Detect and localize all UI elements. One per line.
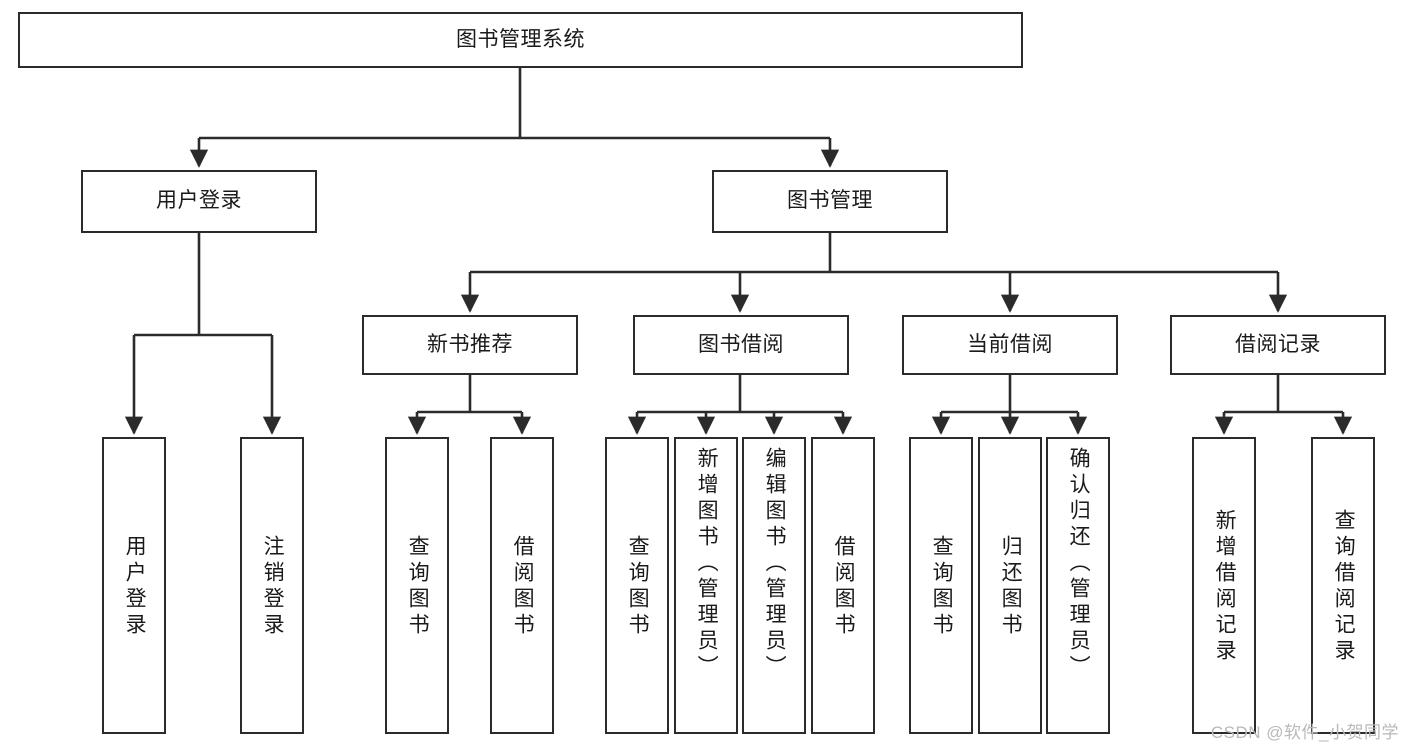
csdn-watermark: CSDN @软件_小贺同学 — [1210, 723, 1399, 742]
leaf-query-borrow-record[interactable]: 查询借阅记录 — [1311, 437, 1375, 734]
node-new-book-recommend[interactable]: 新书推荐 — [362, 315, 578, 375]
leaf-borrow-book-1[interactable]: 借阅图书 — [490, 437, 554, 734]
leaf-query-book-1-label: 查询图书 — [406, 534, 430, 639]
leaf-borrow-book-2-label: 借阅图书 — [832, 534, 856, 639]
node-book-borrow[interactable]: 图书借阅 — [633, 315, 849, 375]
leaf-query-book-1[interactable]: 查询图书 — [385, 437, 449, 734]
leaf-add-borrow-record[interactable]: 新增借阅记录 — [1192, 437, 1256, 734]
leaf-add-book-admin-label: 新增图书（管理员） — [695, 447, 719, 681]
node-new-book-recommend-label: 新书推荐 — [427, 332, 513, 356]
leaf-query-book-3-label: 查询图书 — [930, 534, 954, 639]
node-user-login[interactable]: 用户登录 — [81, 170, 317, 233]
node-root[interactable]: 图书管理系统 — [18, 12, 1023, 68]
leaf-query-book-3[interactable]: 查询图书 — [909, 437, 973, 734]
leaf-user-login-label: 用户登录 — [123, 534, 147, 639]
leaf-logout-login[interactable]: 注销登录 — [240, 437, 304, 734]
node-book-manage-label: 图书管理 — [787, 189, 873, 213]
node-current-borrow[interactable]: 当前借阅 — [902, 315, 1118, 375]
leaf-return-book[interactable]: 归还图书 — [978, 437, 1042, 734]
leaf-confirm-return-admin-label: 确认归还（管理员） — [1067, 447, 1091, 681]
leaf-return-book-label: 归还图书 — [999, 534, 1023, 639]
leaf-edit-book-admin-label: 编辑图书（管理员） — [763, 447, 787, 681]
leaf-query-book-2-label: 查询图书 — [626, 534, 650, 639]
leaf-add-borrow-record-label: 新增借阅记录 — [1213, 508, 1237, 665]
leaf-query-book-2[interactable]: 查询图书 — [605, 437, 669, 734]
leaf-borrow-book-1-label: 借阅图书 — [511, 534, 535, 639]
node-book-manage[interactable]: 图书管理 — [712, 170, 948, 233]
node-root-label: 图书管理系统 — [456, 27, 585, 51]
leaf-confirm-return-admin[interactable]: 确认归还（管理员） — [1046, 437, 1110, 734]
leaf-user-login[interactable]: 用户登录 — [102, 437, 166, 734]
node-book-borrow-label: 图书借阅 — [698, 332, 784, 356]
leaf-query-borrow-record-label: 查询借阅记录 — [1332, 508, 1356, 665]
node-borrow-record[interactable]: 借阅记录 — [1170, 315, 1386, 375]
leaf-borrow-book-2[interactable]: 借阅图书 — [811, 437, 875, 734]
node-current-borrow-label: 当前借阅 — [967, 332, 1053, 356]
node-user-login-label: 用户登录 — [156, 189, 242, 213]
leaf-add-book-admin[interactable]: 新增图书（管理员） — [674, 437, 738, 734]
node-borrow-record-label: 借阅记录 — [1235, 332, 1321, 356]
leaf-logout-login-label: 注销登录 — [261, 534, 285, 639]
leaf-edit-book-admin[interactable]: 编辑图书（管理员） — [742, 437, 806, 734]
